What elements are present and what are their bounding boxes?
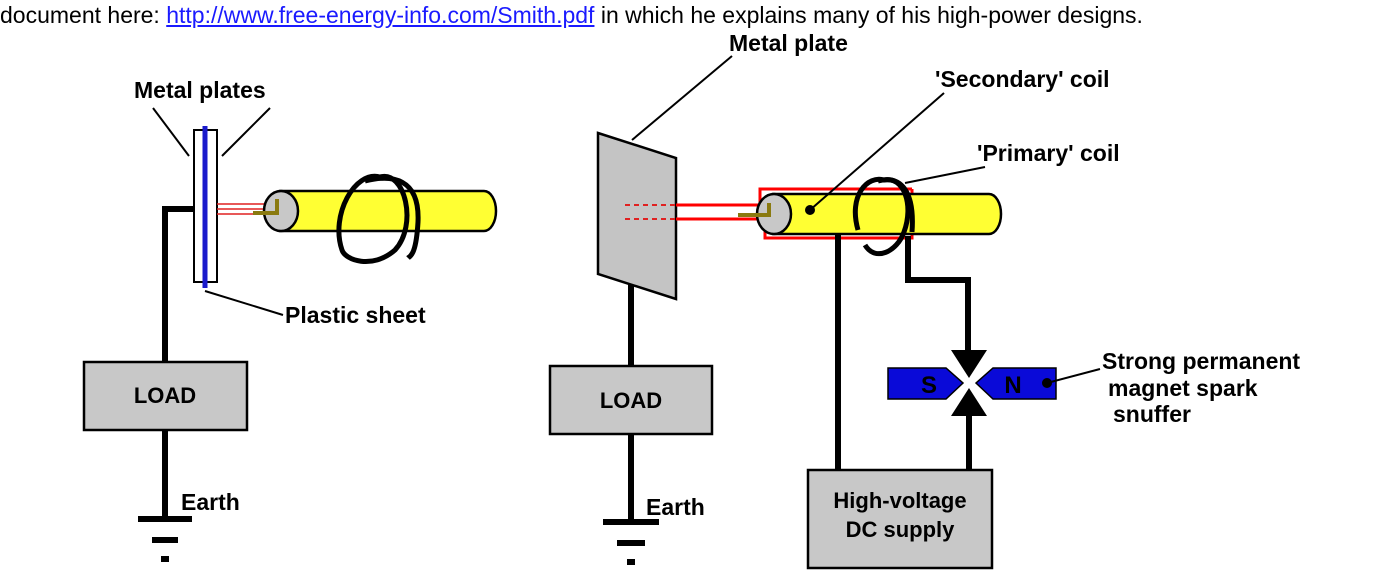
magnet-n-label: N	[1004, 372, 1021, 399]
magnet-label-line2: magnet spark	[1108, 375, 1258, 401]
right-earth-label: Earth	[646, 494, 705, 520]
left-coil-former	[278, 189, 498, 233]
intro-text: document here: http://www.free-energy-in…	[0, 0, 1384, 30]
right-metal-plate	[596, 131, 678, 301]
plastic-sheet-label: Plastic sheet	[285, 302, 426, 328]
smith-pdf-link[interactable]: http://www.free-energy-info.com/Smith.pd…	[166, 2, 595, 28]
hv-dc-supply-line2: DC supply	[846, 517, 956, 542]
metal-plates-leader	[152, 107, 190, 157]
metal-plate-label: Metal plate	[729, 30, 848, 56]
left-plate-to-load-wire	[162, 206, 194, 362]
magnet-leader	[1046, 368, 1101, 384]
left-earth-label: Earth	[181, 489, 240, 515]
plastic-sheet-leader	[204, 290, 284, 316]
spark-gap-upper-electrode	[951, 350, 987, 378]
left-diagram: LOAD Earth Metal plates Plastic sheet	[82, 77, 498, 562]
magnet-n-pole	[974, 367, 1057, 400]
primary-red-wire	[676, 187, 912, 207]
hv-dc-supply-line1: High-voltage	[833, 488, 966, 513]
primary-coil-winding	[877, 177, 915, 233]
coil-to-spark-gap-wire	[905, 236, 971, 352]
secondary-coil-label: 'Secondary' coil	[935, 66, 1110, 92]
right-diagram: S N LOAD Earth High-voltage DC supply Me…	[548, 30, 1300, 570]
right-load-box	[548, 364, 714, 436]
left-connector	[253, 199, 279, 215]
hv-dc-supply-box	[806, 468, 994, 570]
left-load-label: LOAD	[134, 383, 196, 408]
intro-after: in which he explains many of his high-po…	[594, 2, 1143, 28]
primary-coil-leader	[904, 166, 986, 184]
primary-coil-label: 'Primary' coil	[977, 140, 1120, 166]
magnet-s-pole	[887, 367, 965, 400]
metal-plates-leader	[221, 107, 271, 157]
secondary-coil-leader	[809, 92, 945, 211]
metal-plate-leader	[631, 55, 733, 141]
metal-plates-label: Metal plates	[134, 77, 266, 103]
spark-gap-lower-electrode	[951, 388, 987, 416]
magnet-s-label: S	[921, 372, 937, 399]
right-load-label: LOAD	[600, 388, 662, 413]
intro-before: document here:	[0, 2, 167, 28]
right-coil-former	[771, 192, 1003, 236]
right-connector	[738, 203, 771, 217]
left-coil-winding	[336, 173, 410, 265]
magnet-label-line3: snuffer	[1113, 401, 1191, 427]
magnet-label-line1: Strong permanent	[1102, 348, 1300, 374]
left-coil-winding	[364, 175, 421, 260]
